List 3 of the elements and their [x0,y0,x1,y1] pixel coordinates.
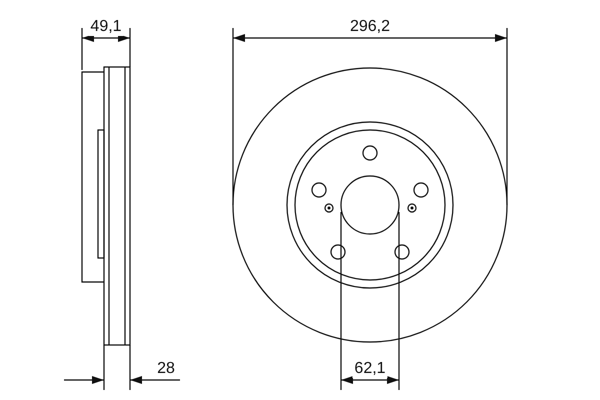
dimension-label: 49,1 [88,18,124,36]
dimension-label: 62,1 [352,360,388,378]
dimension-label: 296,2 [348,18,392,36]
